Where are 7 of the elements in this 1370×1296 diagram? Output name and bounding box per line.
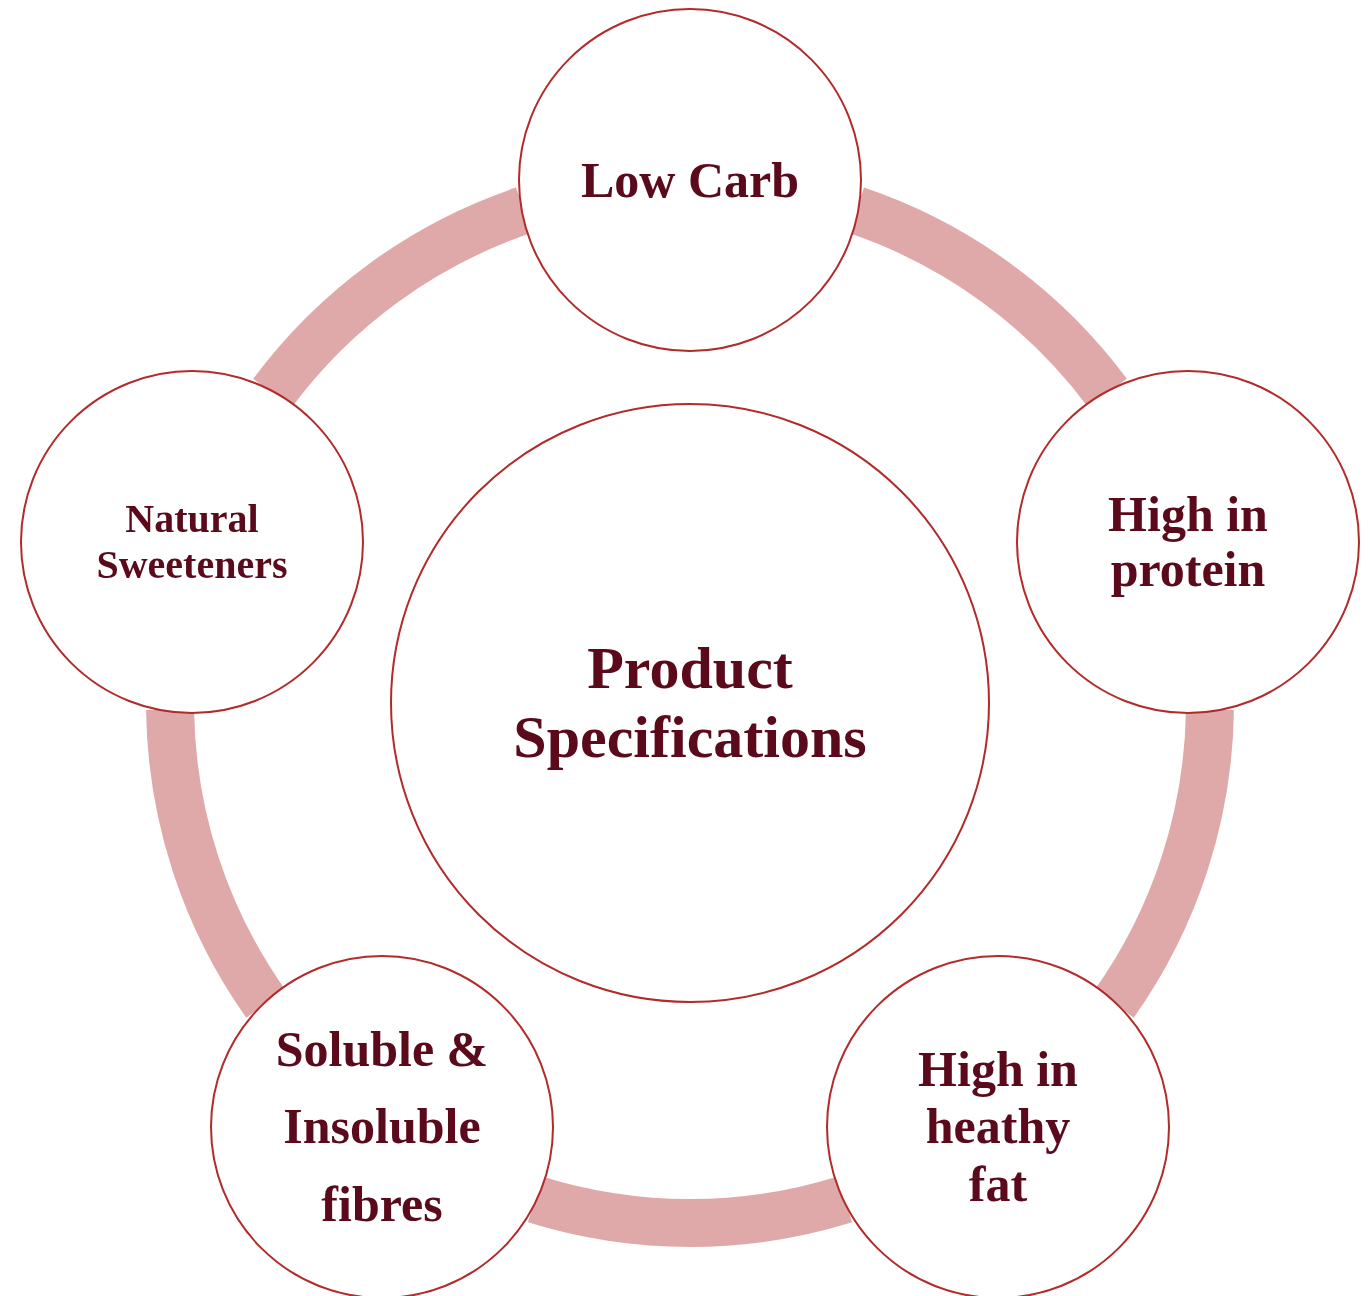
center-title: Product Specifications (512, 634, 868, 772)
feature-label: Low Carb (579, 152, 801, 208)
feature-label: High in heathy fat (917, 1040, 1079, 1214)
ring-connector (529, 1176, 851, 1247)
feature-label: Soluble & Insoluble fibres (274, 1019, 490, 1234)
feature-label: Natural Sweeteners (95, 496, 289, 588)
feature-label: High in protein (1107, 487, 1269, 597)
